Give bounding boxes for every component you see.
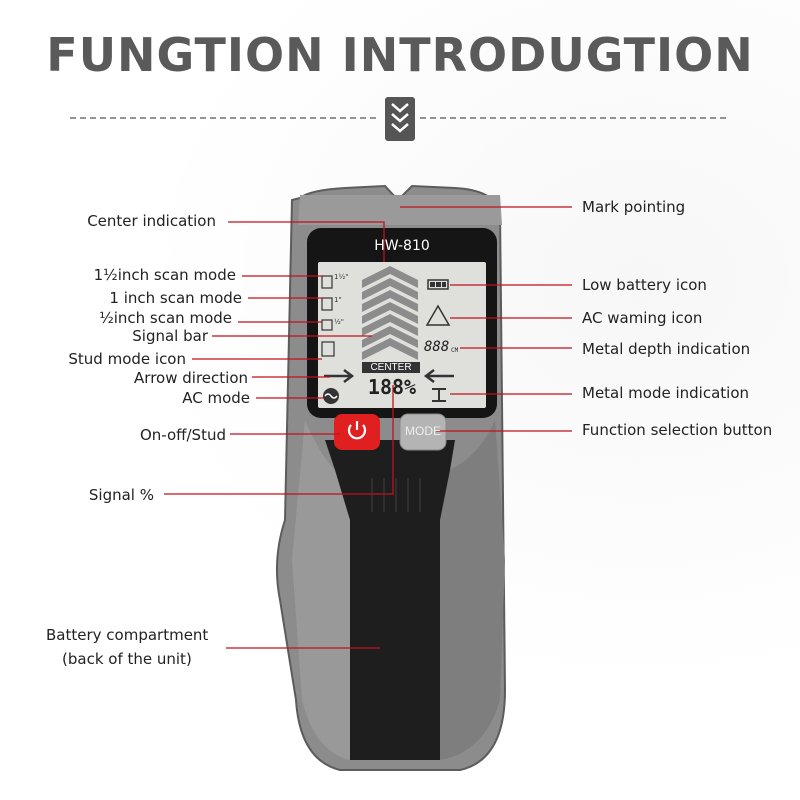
ac-warning-icon [425, 304, 451, 326]
grip-ribs [371, 478, 421, 512]
fraction-0-5: ½" [334, 318, 345, 326]
signal-bar [362, 266, 418, 360]
label-metal-depth: Metal depth indication [582, 340, 751, 358]
model-label: HW-810 [374, 238, 430, 254]
stud-mode-icon [321, 341, 335, 357]
label-battery-1: Battery compartment [46, 626, 209, 644]
metal-mode-icon [432, 388, 446, 402]
signal-readout: 188% [367, 375, 417, 399]
label-arrow-direction: Arrow direction [134, 369, 248, 387]
leader-lines [164, 206, 572, 649]
scan-0-5-icon [321, 319, 333, 331]
scan-1-icon [321, 297, 333, 311]
mode-button[interactable] [399, 413, 447, 451]
mode-button-label: MODE [405, 424, 441, 438]
label-metal-mode: Metal mode indication [582, 384, 750, 402]
battery-icon [427, 279, 449, 290]
center-label: CENTER [362, 362, 420, 373]
label-scan-1: 1 inch scan mode [109, 289, 242, 307]
label-center-indication: Center indication [87, 212, 216, 230]
power-icon [347, 424, 367, 440]
scan-1-5-icon [321, 275, 333, 289]
stud-finder-device [275, 184, 507, 771]
fraction-1: 1" [334, 296, 342, 304]
label-battery-2: (back of the unit) [62, 650, 192, 668]
label-ac-warning: AC waming icon [582, 309, 703, 327]
chevron-down-icon [385, 97, 415, 141]
depth-readout: 888 [424, 339, 450, 355]
label-mark-pointing: Mark pointing [582, 198, 686, 216]
label-scan-1-5: 1½inch scan mode [93, 266, 236, 284]
page-title: FUNGTION INTRODUGTION [46, 28, 754, 82]
label-function-button: Function selection button [582, 421, 773, 439]
power-button[interactable] [334, 414, 380, 450]
fraction-1-5: 1½" [334, 273, 349, 281]
label-signal-bar: Signal bar [132, 327, 208, 345]
label-low-battery: Low battery icon [582, 276, 707, 294]
label-ac-mode: AC mode [182, 389, 250, 407]
label-scan-0-5: ½inch scan mode [99, 309, 232, 327]
depth-unit: CM [451, 347, 459, 354]
label-signal-pct: Signal % [88, 486, 154, 504]
title-separator [70, 97, 730, 141]
label-stud-mode: Stud mode icon [68, 350, 186, 368]
grip [325, 440, 455, 760]
label-onoff: On-off/Stud [139, 426, 226, 444]
